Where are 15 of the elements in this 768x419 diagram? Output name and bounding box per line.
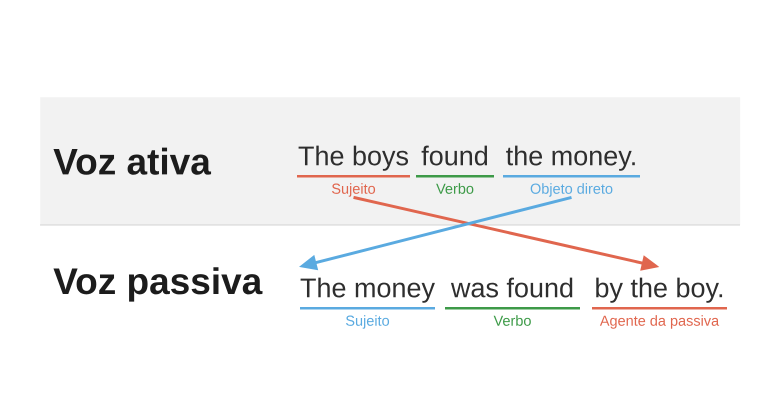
- heading: Voz ativa: [53, 148, 212, 175]
- phrase: was found: [450, 278, 572, 298]
- grammar-label: Objeto direto: [530, 183, 612, 197]
- phrase: found: [422, 146, 488, 166]
- grammar-label: Agente da passiva: [600, 315, 720, 329]
- phrase: the money.: [506, 146, 635, 171]
- grammar-label: Sujeito: [346, 315, 390, 329]
- grammar-label: Sujeito: [332, 183, 376, 197]
- grammar-label: Verbo: [494, 315, 531, 326]
- phrase: by the boy.: [596, 278, 722, 303]
- shaded-band: [40, 97, 740, 226]
- grammar-label: Verbo: [436, 183, 474, 194]
- phrase: The boys: [298, 146, 408, 171]
- phrase: The money: [300, 278, 435, 303]
- heading: Voz passiva: [53, 267, 262, 302]
